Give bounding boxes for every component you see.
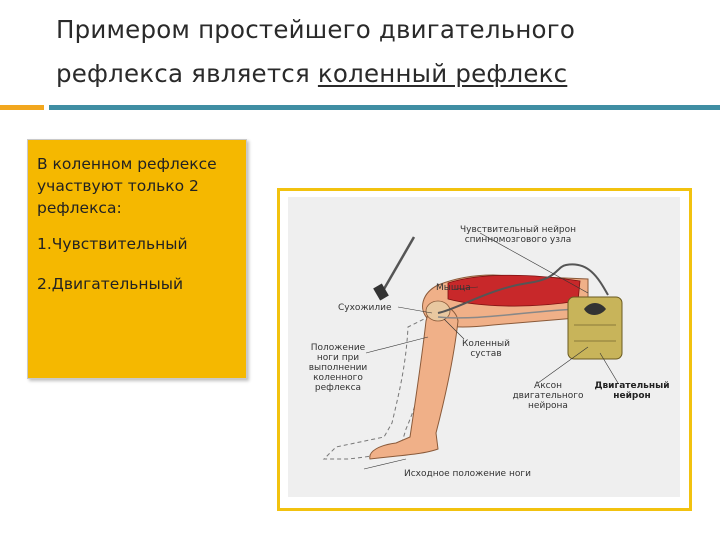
label-leg-position-line4: коленного	[308, 373, 368, 383]
label-knee-joint-line2: сустав	[456, 349, 516, 359]
textbox-item-motor: 2.Двигательныый	[37, 273, 238, 295]
label-motor-neuron-line1: Двигательный	[592, 381, 672, 391]
knee-reflex-diagram: Чувствительный нейрон спинномозгового уз…	[288, 197, 680, 497]
label-leg-position-line3: выполнении	[308, 363, 368, 373]
textbox-lead: В коленном рефлексе участвуют только 2 р…	[37, 153, 238, 219]
label-leg-position-line1: Положение	[308, 343, 368, 353]
reflex-textbox: В коленном рефлексе участвуют только 2 р…	[27, 139, 247, 379]
label-motor-axon-line2: двигательного	[508, 391, 588, 401]
title-line-2-text: рефлекса является	[56, 59, 318, 88]
label-muscle: Мышца	[436, 283, 471, 293]
label-motor-axon-line1: Аксон	[508, 381, 588, 391]
label-leg-position: Положение ноги при выполнении коленного …	[308, 343, 368, 393]
label-tendon: Сухожилие	[338, 303, 392, 313]
label-sensory-neuron: Чувствительный нейрон спинномозгового уз…	[448, 225, 588, 245]
label-leg-position-line5: рефлекса	[308, 383, 368, 393]
label-sensory-neuron-line1: Чувствительный нейрон	[448, 225, 588, 235]
figure-frame: Чувствительный нейрон спинномозгового уз…	[277, 188, 692, 511]
label-motor-axon: Аксон двигательного нейрона	[508, 381, 588, 411]
reflex-hammer-handle	[384, 237, 414, 289]
label-motor-neuron: Двигательный нейрон	[592, 381, 672, 401]
title-underlined-term: коленный рефлекс	[318, 59, 567, 88]
label-sensory-neuron-line2: спинномозгового узла	[448, 235, 588, 245]
label-motor-axon-line3: нейрона	[508, 401, 588, 411]
title-line-2: рефлекса является коленный рефлекс	[56, 52, 696, 96]
title-rule	[49, 105, 720, 110]
textbox-item-sensory: 1.Чувствительный	[37, 233, 238, 255]
label-motor-neuron-line2: нейрон	[592, 391, 672, 401]
slide-title: Примером простейшего двигательного рефле…	[56, 8, 696, 96]
label-knee-joint: Коленный сустав	[456, 339, 516, 359]
title-line-1: Примером простейшего двигательного	[56, 8, 696, 52]
shin	[370, 305, 458, 459]
label-knee-joint-line1: Коленный	[456, 339, 516, 349]
label-initial-position: Исходное положение ноги	[404, 469, 531, 479]
title-rule-accent	[0, 105, 44, 110]
label-leg-position-line2: ноги при	[308, 353, 368, 363]
